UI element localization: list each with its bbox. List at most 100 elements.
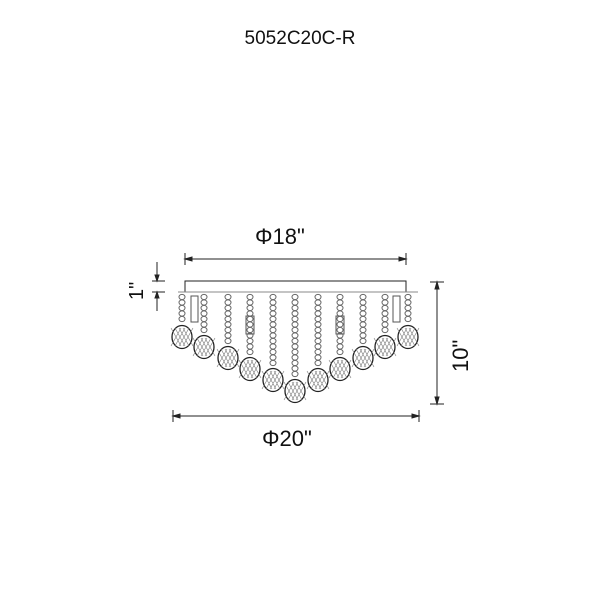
crystal-strand	[351, 293, 375, 371]
crystal-bead	[224, 321, 232, 328]
crystal-bead	[224, 310, 232, 317]
crystal-bead	[291, 343, 299, 350]
crystal-bead	[314, 304, 322, 312]
crystal-bead	[291, 354, 299, 361]
top-diameter-dimension	[183, 253, 408, 265]
crystal-facets	[238, 359, 262, 379]
crystal-bead	[291, 365, 299, 372]
crystal-bead	[404, 304, 412, 312]
crystal-strand	[261, 293, 285, 393]
crystal-bead	[246, 337, 254, 345]
crystal-ball	[329, 356, 351, 382]
crystal-facets	[283, 381, 307, 401]
crystal-bead	[359, 321, 367, 328]
crystal-bead	[336, 343, 344, 350]
crystal-bead	[178, 310, 186, 317]
crystal-bead	[291, 326, 299, 334]
crystal-bead	[178, 299, 186, 306]
crystal-bead	[314, 310, 322, 317]
crystal-bead	[314, 354, 322, 361]
crystal-bead	[246, 321, 254, 328]
crystal-bead	[246, 293, 254, 301]
crystal-bead	[336, 326, 344, 334]
height-dimension	[430, 280, 444, 406]
crystal-bead	[336, 348, 344, 356]
crystal-bead	[314, 293, 322, 301]
crystal-bead	[359, 315, 367, 323]
crystal-bead	[269, 359, 277, 367]
crystal-bead	[336, 315, 344, 323]
crystal-ball	[397, 324, 419, 350]
crystal-bead	[359, 310, 367, 317]
crystal-bead	[291, 332, 299, 339]
crystal-facets	[373, 337, 397, 357]
crystal-bead	[224, 304, 232, 312]
crystal-bead	[224, 326, 232, 334]
model-number-title: 5052C20C-R	[244, 28, 356, 49]
crystal-facets	[328, 359, 352, 379]
crystal-facets	[351, 348, 375, 368]
crystal-bead	[269, 304, 277, 312]
crystal-bead	[381, 299, 389, 306]
crystal-bead	[404, 315, 412, 323]
crystal-bead	[291, 321, 299, 328]
crystal-bead	[336, 293, 344, 301]
crystal-bead	[291, 304, 299, 312]
crystal-bead	[269, 326, 277, 334]
crystal-strand	[216, 293, 240, 371]
crystal-ball	[262, 367, 284, 393]
crystal-bead	[291, 299, 299, 306]
crystal-facets	[306, 370, 330, 390]
crystal-ball	[171, 324, 193, 350]
crystal-bead	[336, 310, 344, 317]
crystal-facets	[261, 370, 285, 390]
crystal-bead	[291, 370, 299, 378]
crystal-bead	[291, 348, 299, 356]
crystal-facets	[170, 327, 194, 347]
crystal-bead	[269, 315, 277, 323]
crystal-bead	[246, 315, 254, 323]
crystal-bead	[246, 326, 254, 334]
crystal-bead	[269, 354, 277, 361]
crystal-strand	[192, 293, 216, 360]
crystal-bead	[336, 299, 344, 306]
bottom-diameter-dimension	[171, 410, 421, 422]
top-diameter-label: Φ18"	[255, 224, 305, 249]
crystal-bead	[336, 304, 344, 312]
crystal-ball	[217, 345, 239, 371]
crystal-bead	[291, 359, 299, 367]
crystal-bead	[269, 293, 277, 301]
crystal-bead	[269, 348, 277, 356]
crystal-bead	[314, 332, 322, 339]
crystal-facets	[192, 337, 216, 357]
crystal-bead	[200, 321, 208, 328]
crystal-bead	[200, 315, 208, 323]
crystal-bead	[381, 304, 389, 312]
lamp-holders	[190, 295, 401, 335]
crystal-bead	[381, 326, 389, 334]
crystal-strand	[283, 293, 307, 404]
crystal-bead	[224, 337, 232, 345]
crystal-facets	[216, 348, 240, 368]
crystal-bead	[314, 343, 322, 350]
crystal-bead	[269, 332, 277, 339]
crystal-ball	[374, 334, 396, 360]
crystal-bead	[291, 337, 299, 345]
crystal-bead	[314, 348, 322, 356]
crystal-bead	[381, 310, 389, 317]
crystal-bead	[246, 348, 254, 356]
crystal-bead	[404, 299, 412, 306]
crystal-bead	[314, 315, 322, 323]
crystal-bead	[359, 337, 367, 345]
crystal-bead	[381, 321, 389, 328]
crystal-strand	[306, 293, 330, 393]
crystal-bead	[314, 299, 322, 306]
canopy	[184, 280, 407, 293]
crystal-bead	[404, 293, 412, 301]
crystal-bead	[314, 337, 322, 345]
crystal-bead	[224, 299, 232, 306]
crystal-ball	[307, 367, 329, 393]
crystal-bead	[336, 337, 344, 345]
crystal-bead	[269, 299, 277, 306]
